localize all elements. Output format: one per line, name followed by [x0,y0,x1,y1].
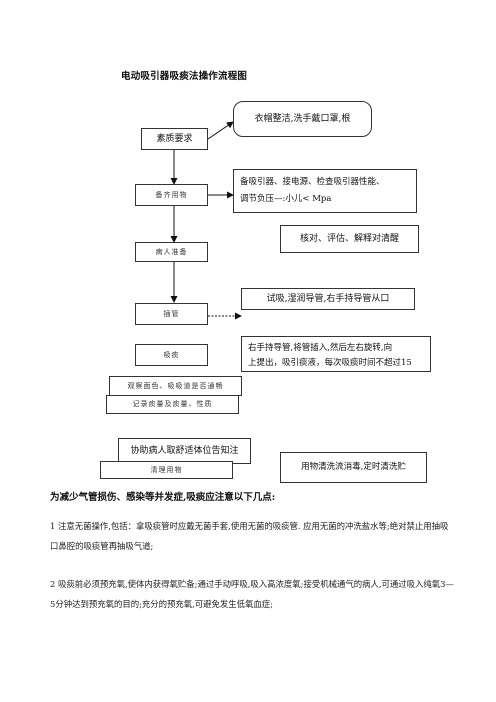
note-equipment: 备吸引器、接电源、检查吸引器性能、 调节负压—:小儿< Mpa [233,169,417,213]
step-patient-prep-label: 病人准备 [155,247,188,256]
note-disinfect-text: 用物清洗流消毒,定时清洗贮 [301,462,406,472]
note-trial: 试吸,湿润导管,右手持导管从口 [241,288,415,310]
note-equipment-line1: 备吸引器、接电源、检查吸引器性能、 [240,177,385,187]
page-title: 电动吸引器吸痰法操作流程图 [121,71,248,82]
note-attire-text: 衣帽整洁,洗手戴口罩,根 [254,113,351,124]
step-observe-label: 观察面色、吸吸道是否通畅 [127,381,224,390]
step-patient-prep: 病人准备 [135,242,208,262]
step-record: 记录痰量及痰量、性质 [106,395,239,414]
note-rotate-line1: 右手持导管,将管插入,然后左右旋转,向 [248,343,393,353]
step-quality: 素质要求 [141,128,208,150]
step-cleanup-label: 清理用物 [150,465,183,474]
step-record-label: 记录痰量及痰量、性质 [132,400,213,408]
step-insert-label: 插管 [163,309,180,318]
arrow-quality-to-attire [207,121,234,140]
step-assist: 协助病人取舒适体位告知注 [118,438,251,464]
step-prep-items: 备齐用物 [135,184,208,206]
note-rotate-line2: 上提出，吸引痰液，每次吸痰时间不超过15 [248,358,412,368]
note-rotate: 右手持导管,将管插入,然后左右旋转,向 上提出，吸引痰液，每次吸痰时间不超过15 [241,336,431,372]
precaution-item-1: 1 注意无菌操作,包括：拿吸痰管时应戴无菌手套,使用无菌的吸痰管. 应用无菌的冲… [50,521,449,551]
precaution-item-2: 2 吸痰前必须预充氧,使体内获得氧贮备;通过手动呼吸,吸入高浓度氧;接受机械通气… [50,579,454,609]
step-prep-items-label: 备齐用物 [155,190,188,199]
note-verify-text: 核对、评估、解释对清醒 [299,233,399,244]
step-cleanup: 清理用物 [100,461,233,479]
step-quality-label: 素质要求 [156,133,193,144]
precautions-heading: 为减少气管损伤、感染等并发症,吸痰应注意以下几点: [50,492,276,503]
note-disinfect: 用物清洗流消毒,定时清洗贮 [280,452,427,483]
step-suction: 吸痰 [135,344,208,366]
step-suction-label: 吸痰 [163,350,180,359]
note-verify: 核对、评估、解释对清醒 [280,225,419,253]
step-assist-label: 协助病人取舒适体位告知注 [130,445,239,456]
note-equipment-line2: 调节负压—:小儿< Mpa [240,194,332,204]
step-insert: 插管 [135,303,208,325]
step-observe: 观察面色、吸吸道是否通畅 [109,376,242,396]
note-attire: 衣帽整洁,洗手戴口罩,根 [233,101,372,137]
note-trial-text: 试吸,湿润导管,右手持导管从口 [266,293,390,304]
